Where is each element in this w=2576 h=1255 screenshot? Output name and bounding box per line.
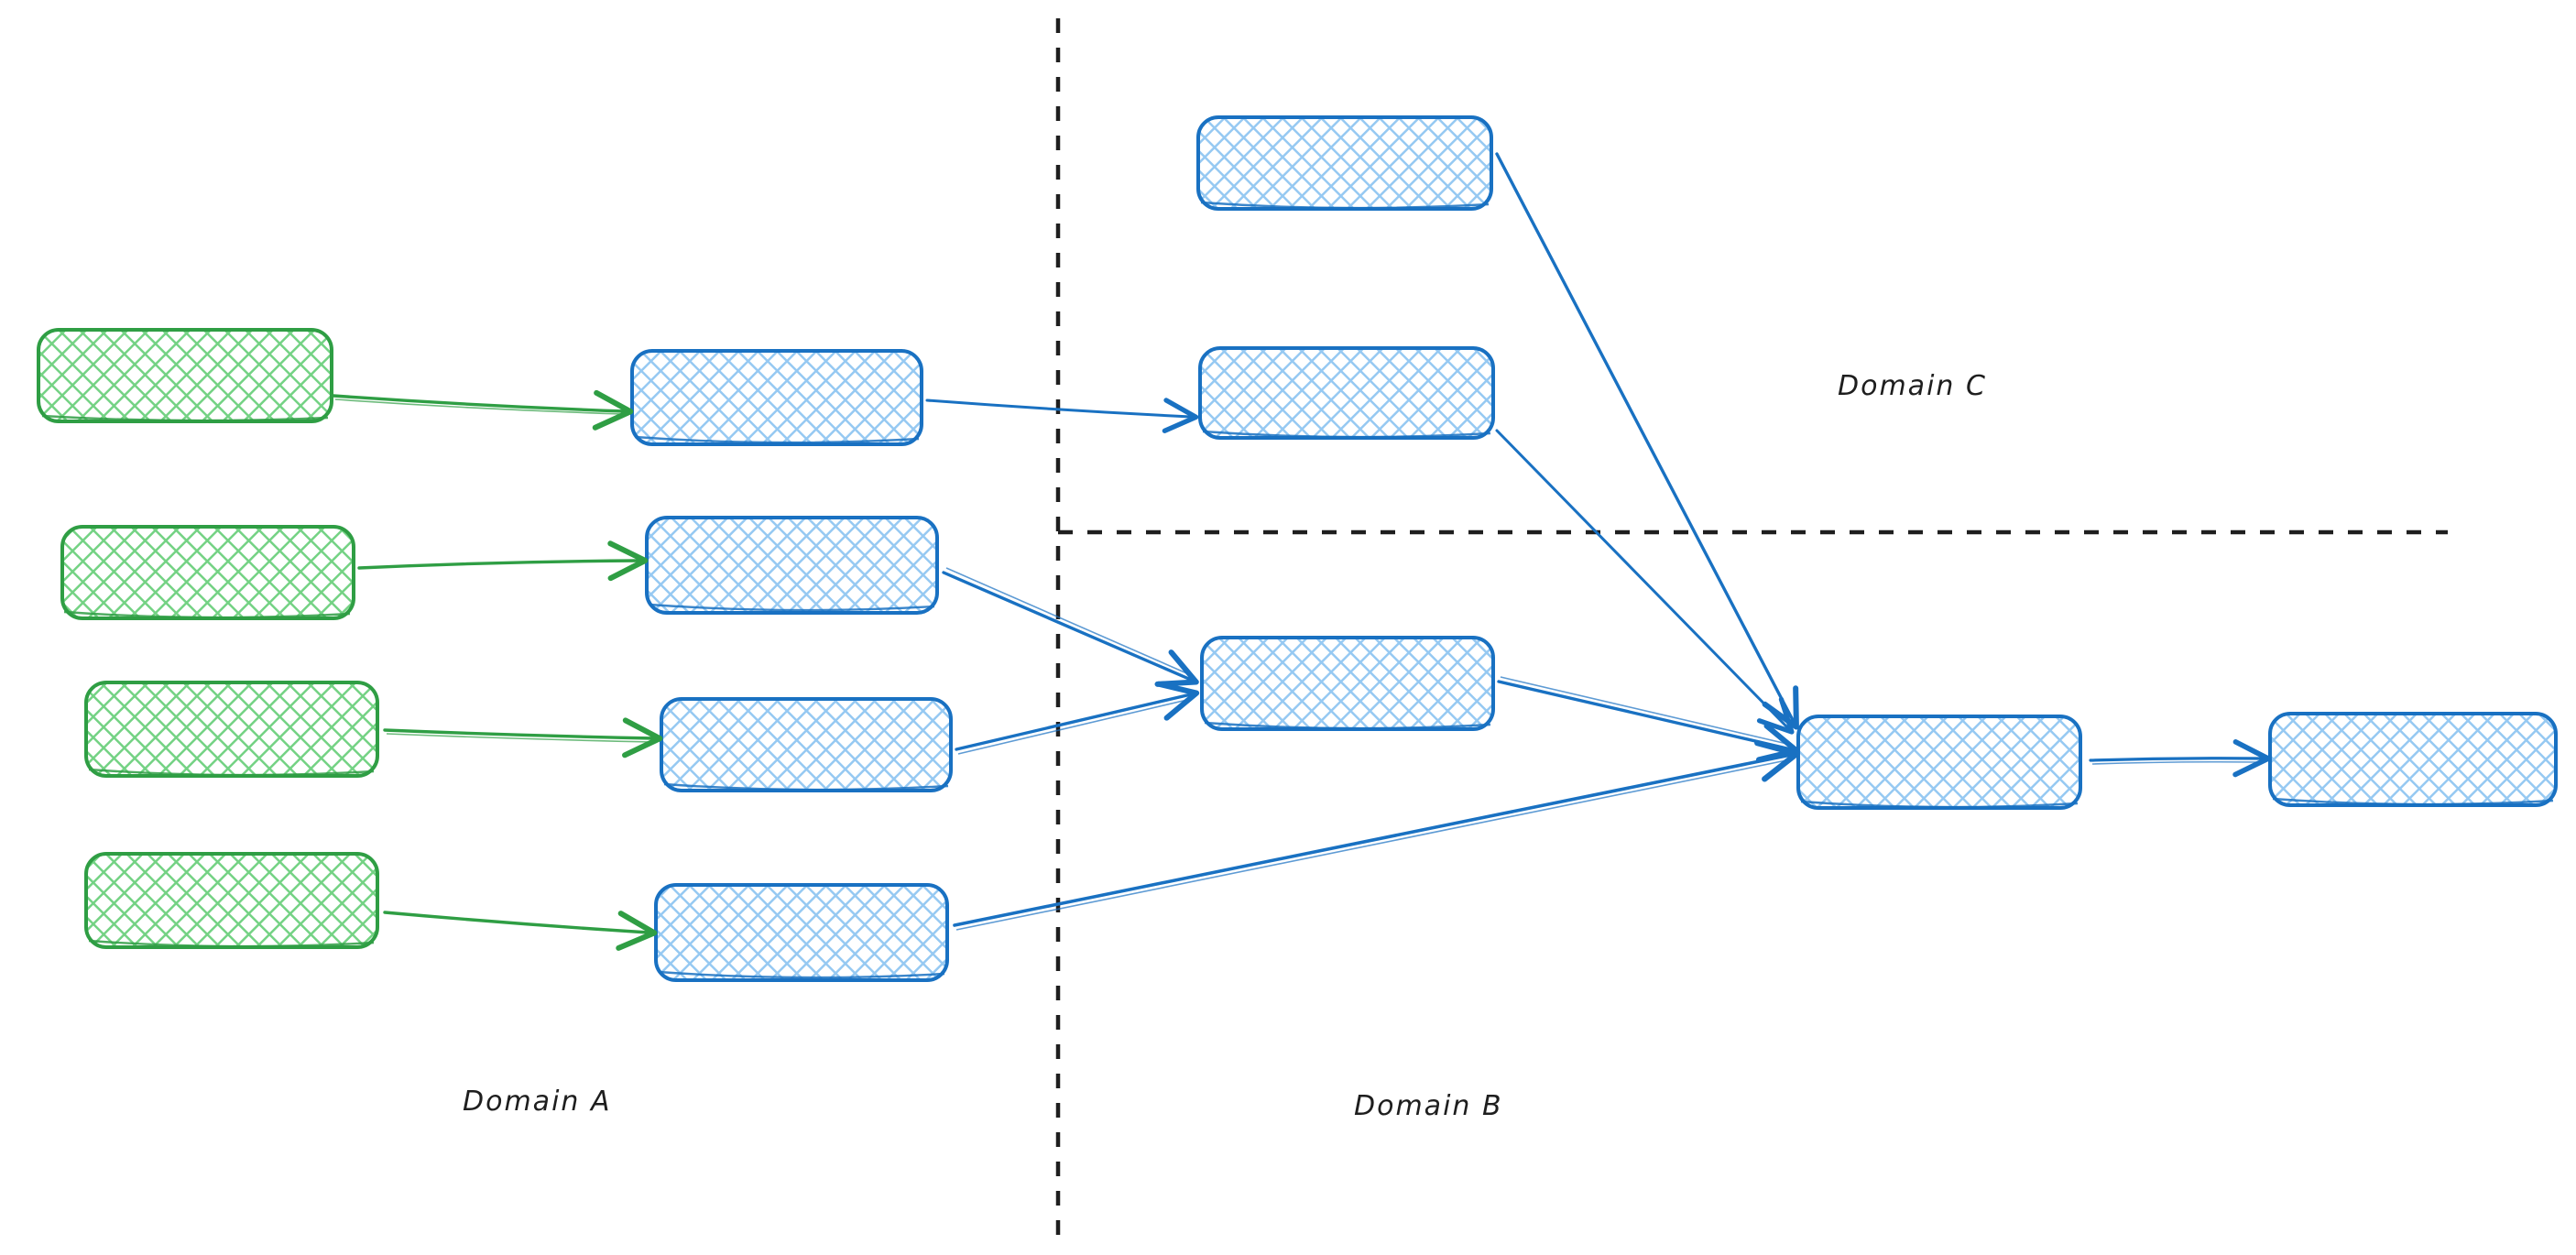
edge-b2-c3low xyxy=(942,567,1199,687)
edge-c3mid-c4 xyxy=(1495,429,1795,735)
green-node-1-shape[interactable] xyxy=(37,328,333,423)
blue-node-c3top[interactable] xyxy=(1196,115,1493,211)
blue-node-c3low[interactable] xyxy=(1200,636,1495,731)
blue-node-c5-shape[interactable] xyxy=(2268,712,2558,807)
blue-node-c2r1-shape[interactable] xyxy=(630,349,923,446)
edge-c3low-c4 xyxy=(1497,676,1800,763)
green-node-2[interactable] xyxy=(60,525,355,620)
domain-b-label: Domain B xyxy=(1354,1090,1503,1122)
edge-b1-c3mid xyxy=(925,398,1199,433)
blue-node-c2r4-shape[interactable] xyxy=(654,883,949,982)
blue-node-c2r2-shape[interactable] xyxy=(645,516,939,615)
green-node-4[interactable] xyxy=(84,852,379,949)
blue-node-c4[interactable] xyxy=(1796,715,2082,810)
blue-node-c3low-shape[interactable] xyxy=(1200,636,1495,731)
edge-c3top-c4 xyxy=(1495,152,1799,730)
blue-node-c5[interactable] xyxy=(2268,712,2558,807)
edge-g4-b4 xyxy=(383,911,658,951)
blue-node-c2r3[interactable] xyxy=(660,697,953,792)
blue-node-c2r4[interactable] xyxy=(654,883,949,982)
edge-g3-b3 xyxy=(383,717,663,758)
edge-g2-b2 xyxy=(357,540,649,582)
edge-b4-c4 xyxy=(953,739,1800,931)
blue-node-c2r2[interactable] xyxy=(645,516,939,615)
blue-node-c2r3-shape[interactable] xyxy=(660,697,953,792)
green-node-2-shape[interactable] xyxy=(60,525,355,620)
edge-b3-c3low xyxy=(955,681,1200,755)
edge-g1-b1 xyxy=(332,389,634,431)
blue-node-c3mid[interactable] xyxy=(1198,346,1495,440)
green-node-3[interactable] xyxy=(84,681,379,778)
blue-node-c4-shape[interactable] xyxy=(1796,715,2082,810)
edge-c4-c5 xyxy=(2089,739,2271,778)
green-node-4-shape[interactable] xyxy=(84,852,379,949)
domain-c-label: Domain C xyxy=(1838,370,1987,402)
blue-node-c3top-shape[interactable] xyxy=(1196,115,1493,211)
domain-a-label: Domain A xyxy=(463,1086,612,1118)
blue-node-c3mid-shape[interactable] xyxy=(1198,346,1495,440)
green-node-1[interactable] xyxy=(37,328,333,423)
green-node-3-shape[interactable] xyxy=(84,681,379,778)
blue-node-c2r1[interactable] xyxy=(630,349,923,446)
